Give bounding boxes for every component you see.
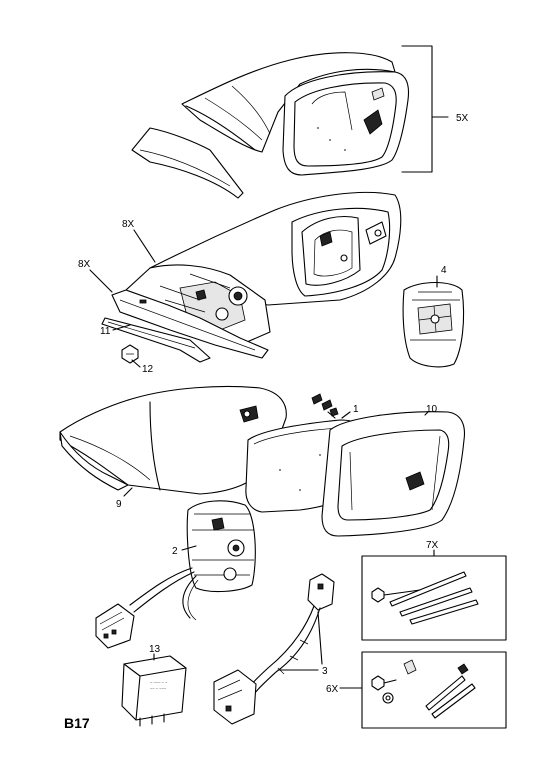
relay-13: ~ ~~~ ~ ~ ~~ ~ ~~~ 13 [121, 644, 187, 727]
callout-5x: 5X [456, 113, 469, 124]
screw-12: 12 [121, 344, 154, 375]
fastener-kit-7x: 7X [361, 540, 507, 641]
callout-13: 13 [149, 644, 161, 655]
callout-3: 3 [322, 666, 328, 677]
callout-1: 1 [353, 404, 359, 415]
glass-carrier-4: 4 [402, 265, 465, 368]
callout-12: 12 [142, 364, 154, 375]
callout-9: 9 [116, 499, 122, 510]
mirror-motor-mechanism: 8X 8X 11 [78, 219, 271, 363]
callout-4: 4 [441, 265, 447, 276]
callout-10: 10 [426, 404, 438, 415]
glass-frame-10: 10 [321, 404, 466, 537]
callout-8x-a: 8X [122, 219, 135, 230]
svg-text:~~ ~ ~~~: ~~ ~ ~~~ [150, 686, 167, 691]
svg-text:~ ~~~ ~ ~: ~ ~~~ ~ ~ [150, 680, 168, 685]
callout-7x: 7X [426, 540, 439, 551]
mirror-housing-cover-9: 9 [59, 385, 287, 510]
page-label: B17 [64, 715, 90, 731]
callout-11: 11 [100, 326, 111, 337]
small-parts-kit-6x: 6X [326, 651, 507, 729]
wiring-harness-3: 3 [213, 573, 335, 725]
adjustment-motor-2: 2 [95, 500, 256, 649]
mirror-cover-upper: 5X [131, 45, 469, 199]
callout-2: 2 [172, 546, 178, 557]
callout-8x-b: 8X [78, 259, 91, 270]
callout-6x: 6X [326, 684, 339, 695]
